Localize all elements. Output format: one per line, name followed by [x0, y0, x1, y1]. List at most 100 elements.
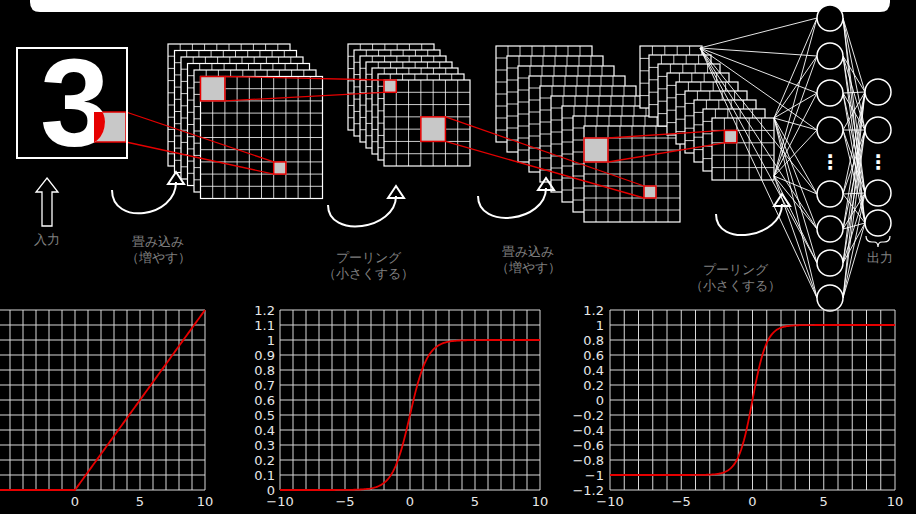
axis-tick-label: 0.3 — [254, 439, 275, 452]
process-arrow-head — [774, 194, 790, 206]
receptive-field-line — [126, 142, 274, 174]
axis-tick-label: 0.5 — [254, 409, 275, 422]
receptive-field-line — [225, 92, 384, 101]
fc-line — [700, 48, 817, 298]
axis-tick-label: −0.8 — [572, 454, 604, 467]
fc-line — [774, 93, 817, 176]
axis-tick-label: 0.6 — [583, 349, 604, 362]
axis-tick-label: 5 — [136, 495, 144, 508]
pool-stack — [640, 46, 774, 180]
input-label: 入力 — [34, 232, 60, 248]
axis-tick-label: 5 — [820, 495, 828, 508]
fc-line — [843, 130, 865, 131]
sigmoid-chart — [280, 310, 540, 490]
axis-tick-label: 0.2 — [254, 454, 275, 467]
fc-line — [774, 56, 817, 118]
axis-tick-label: 10 — [197, 495, 214, 508]
axis-tick-label: 1.2 — [254, 304, 275, 317]
axis-tick-label: 1.2 — [583, 304, 604, 317]
receptive-field-line — [445, 141, 644, 198]
process-arrow — [716, 204, 782, 235]
input-image: 3 — [16, 47, 128, 159]
neuron — [817, 5, 843, 31]
axis-tick-label: 0.6 — [254, 394, 275, 407]
axis-tick-label: 0.9 — [254, 349, 275, 362]
pool-label: プーリング （小さくする） — [323, 250, 414, 282]
receptive-field-line — [445, 117, 644, 186]
neuron — [817, 250, 843, 276]
highlight-cell — [421, 117, 446, 142]
pool-label: プーリング （小さくする） — [690, 262, 781, 294]
top-bar — [30, 0, 890, 12]
axis-tick-label: 0.4 — [583, 364, 604, 377]
fc-line — [774, 18, 817, 118]
ellipsis-dots: ⋮ — [820, 151, 840, 173]
feature-map — [384, 80, 470, 166]
fc-line — [700, 48, 817, 229]
fc-line — [700, 48, 817, 263]
axis-tick-label: 0.1 — [254, 469, 275, 482]
fc-line — [843, 92, 865, 93]
axis-tick-label: 0 — [596, 394, 604, 407]
fc-line — [843, 193, 865, 263]
neuron — [817, 80, 843, 106]
receptive-field-line — [608, 130, 724, 138]
fc-line — [774, 130, 817, 176]
activation-curve — [0, 310, 205, 490]
fc-line — [700, 18, 817, 48]
axis-tick-label: 0 — [748, 495, 756, 508]
axis-tick-label: −10 — [266, 495, 293, 508]
highlight-cell — [384, 80, 396, 92]
fc-line — [774, 118, 817, 298]
fc-line — [774, 118, 817, 130]
fc-line — [774, 118, 817, 194]
fc-line — [843, 18, 865, 193]
axis-tick-label: 1 — [596, 319, 604, 332]
process-arrow-head — [168, 172, 184, 184]
process-arrow — [478, 188, 546, 218]
axis-tick-label: 0.2 — [583, 379, 604, 392]
axis-tick-label: −5 — [672, 495, 691, 508]
input-arrow — [36, 178, 58, 226]
feature-map — [584, 126, 680, 222]
process-arrow-head — [538, 178, 554, 190]
axis-tick-label: 0.4 — [254, 424, 275, 437]
conv-label: 畳み込み （増やす） — [496, 244, 561, 276]
axis-tick-label: 10 — [887, 495, 904, 508]
process-arrow — [328, 196, 396, 226]
fc-line — [774, 176, 817, 263]
fc-line — [843, 223, 865, 263]
neuron — [817, 285, 843, 311]
activation-curve — [610, 325, 895, 475]
fc-line — [700, 48, 817, 130]
neuron — [817, 181, 843, 207]
neuron — [865, 117, 891, 143]
axis-tick-label: −1 — [585, 469, 604, 482]
chart-grid — [0, 310, 205, 490]
feature-map — [201, 77, 323, 199]
receptive-field-line — [126, 112, 274, 162]
highlight-cell — [584, 138, 608, 162]
output-label: 出力 — [867, 250, 893, 266]
chart-grid — [610, 310, 895, 490]
neuron — [865, 180, 891, 206]
highlight-cell — [201, 77, 225, 101]
chart-grid — [280, 310, 540, 490]
axis-tick-label: 0.7 — [254, 379, 275, 392]
process-arrow — [112, 182, 176, 213]
fc-line — [843, 193, 865, 298]
fc-line — [774, 18, 817, 176]
neuron — [865, 210, 891, 236]
input-digit: 3 — [40, 49, 110, 157]
relu-chart — [0, 310, 205, 490]
fc-line — [843, 92, 865, 263]
pool-stack — [348, 44, 470, 166]
feature-grid — [384, 80, 470, 166]
axis-tick-label: 0 — [71, 495, 79, 508]
fc-line — [843, 130, 865, 298]
highlight-cell — [644, 186, 656, 198]
axis-tick-label: −0.2 — [572, 409, 604, 422]
conv-label: 畳み込み （増やす） — [126, 234, 191, 266]
